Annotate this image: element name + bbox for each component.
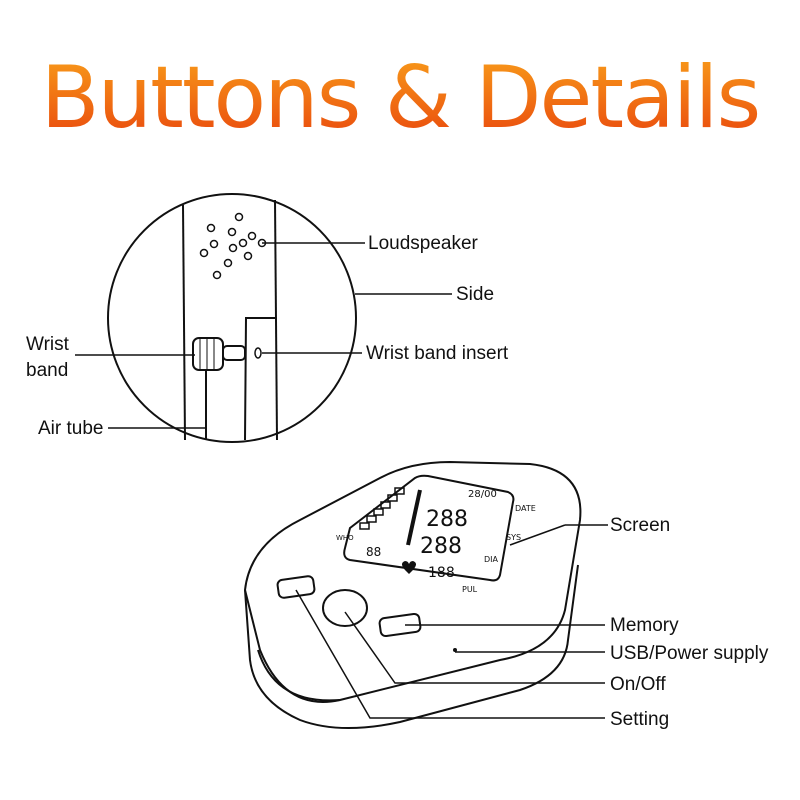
- label-loudspeaker: Loudspeaker: [368, 233, 479, 254]
- lcd-dia-label: DIA: [484, 555, 499, 564]
- label-memory: Memory: [610, 615, 679, 636]
- label-side: Side: [456, 284, 494, 305]
- lcd-pul-value: 188: [428, 565, 455, 581]
- label-wrist-band-line1: Wrist: [26, 334, 70, 355]
- blood-pressure-monitor: [243, 460, 582, 730]
- lcd-sys-value: 288: [426, 507, 468, 532]
- label-air-tube: Air tube: [38, 418, 103, 439]
- side-detail-circle: [107, 193, 357, 443]
- lcd-memory-no: 88: [366, 545, 381, 559]
- lcd-who: WHO: [336, 534, 354, 542]
- memory-button[interactable]: [378, 612, 422, 638]
- setting-button[interactable]: [276, 575, 316, 599]
- lcd-dia-value: 288: [420, 534, 462, 559]
- speaker-holes-icon: [199, 212, 267, 280]
- label-setting: Setting: [610, 709, 669, 730]
- label-wrist-band-insert: Wrist band insert: [366, 343, 509, 364]
- wrist-band-connector: [192, 337, 262, 371]
- lcd-screen[interactable]: 28/00 288 288 188 88 WHO DATE SYS DIA PU…: [336, 474, 536, 594]
- label-wrist-band-line2: band: [26, 360, 68, 381]
- page-title: Buttons & Details: [0, 48, 800, 148]
- label-usb-power-supply: USB/Power supply: [610, 643, 769, 664]
- on-off-button[interactable]: [322, 589, 368, 627]
- label-on-off: On/Off: [610, 674, 666, 695]
- usb-port[interactable]: [453, 648, 457, 652]
- lcd-date-label: DATE: [515, 504, 536, 513]
- lcd-pul-label: PUL: [462, 585, 478, 594]
- lcd-sys-label: SYS: [506, 533, 521, 542]
- lcd-date-time: 28/00: [468, 489, 497, 500]
- heart-icon: [402, 561, 416, 574]
- label-screen: Screen: [610, 515, 670, 536]
